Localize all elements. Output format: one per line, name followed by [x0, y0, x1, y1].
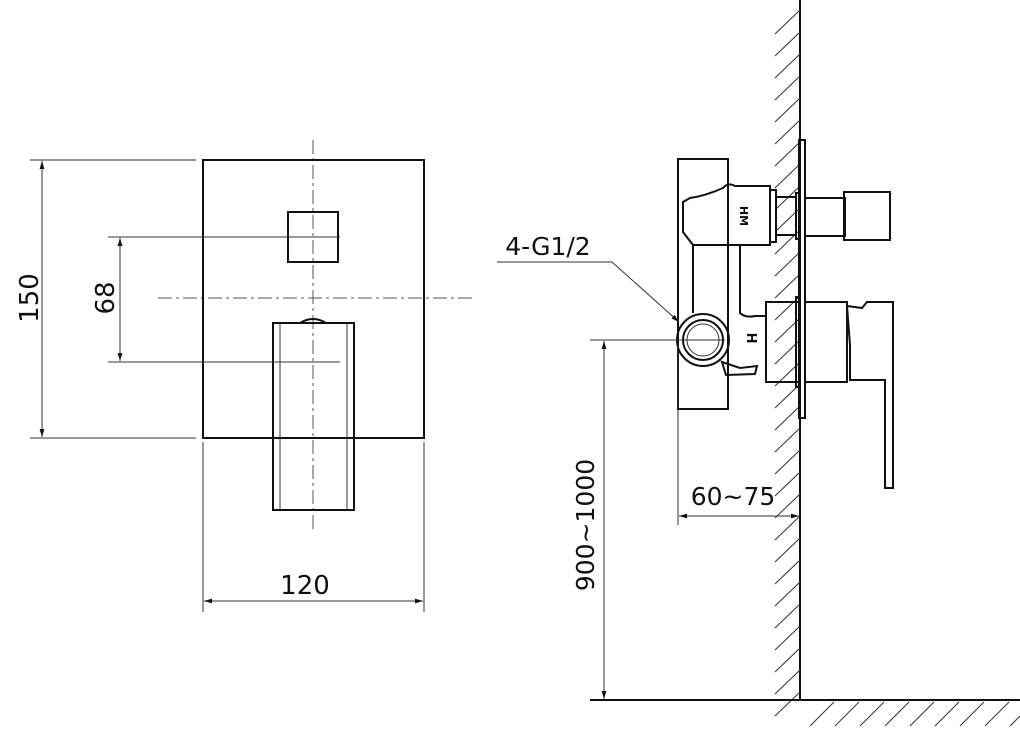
front-view: 150 68 120: [15, 140, 472, 612]
hatch-line: [774, 53, 801, 79]
connection-label: 4-G1/2: [505, 232, 590, 261]
spacing-dimension-label: 68: [91, 281, 121, 314]
mount-height-label: 900~1000: [571, 459, 600, 591]
hatch-line: [774, 449, 801, 475]
lever-handle: [272, 322, 355, 511]
hatch-line: [774, 691, 801, 717]
hatch-line: [774, 493, 801, 519]
hatch-line: [774, 251, 801, 277]
connection-leader-line: [497, 261, 680, 323]
wall-hatching: [774, 9, 801, 717]
depth-dimension-label: 60~75: [691, 482, 776, 511]
cartridge-stem: [804, 301, 848, 383]
hatch-line: [859, 701, 885, 727]
lever-top-cap: [299, 318, 327, 324]
hatch-line: [774, 559, 801, 585]
lower-mark: H: [743, 333, 758, 344]
hatch-line: [909, 701, 935, 727]
hatch-line: [774, 163, 801, 189]
body-channel: [692, 245, 766, 318]
hatch-line: [774, 273, 801, 299]
valve-body: [677, 158, 729, 410]
hatch-line: [774, 31, 801, 57]
lever-side: [845, 301, 894, 489]
hatch-line: [809, 701, 835, 727]
hatch-line: [774, 515, 801, 541]
hatch-line: [774, 75, 801, 101]
hatch-line: [774, 141, 801, 167]
wall-plate: [798, 139, 806, 419]
side-view: HM H 4-G1/2 900~1000 60~75: [497, 0, 1020, 727]
hatch-line: [1009, 715, 1020, 727]
hatch-line: [774, 647, 801, 673]
width-dimension-label: 120: [280, 571, 330, 601]
height-dimension-label: 150: [15, 273, 45, 323]
hatch-line: [774, 471, 801, 497]
floor-hatching: [809, 701, 1020, 727]
cover-plate: [202, 159, 425, 439]
hatch-line: [774, 97, 801, 123]
hatch-line: [774, 9, 801, 35]
upper-mark: HM: [737, 206, 750, 226]
hatch-line: [774, 537, 801, 563]
hatch-line: [984, 701, 1010, 727]
upper-outlet: [682, 183, 771, 246]
hatch-line: [774, 669, 801, 695]
hatch-line: [774, 581, 801, 607]
hatch-line: [884, 701, 910, 727]
hatch-line: [834, 701, 860, 727]
cartridge-housing: [765, 301, 800, 383]
diverter-stem: [804, 197, 846, 237]
hatch-line: [934, 701, 960, 727]
hatch-line: [774, 119, 801, 145]
hatch-line: [774, 405, 801, 431]
hatch-line: [774, 427, 801, 453]
hatch-line: [774, 603, 801, 629]
hatch-line: [774, 625, 801, 651]
hatch-line: [959, 701, 985, 727]
diverter-knob-side: [843, 191, 891, 241]
